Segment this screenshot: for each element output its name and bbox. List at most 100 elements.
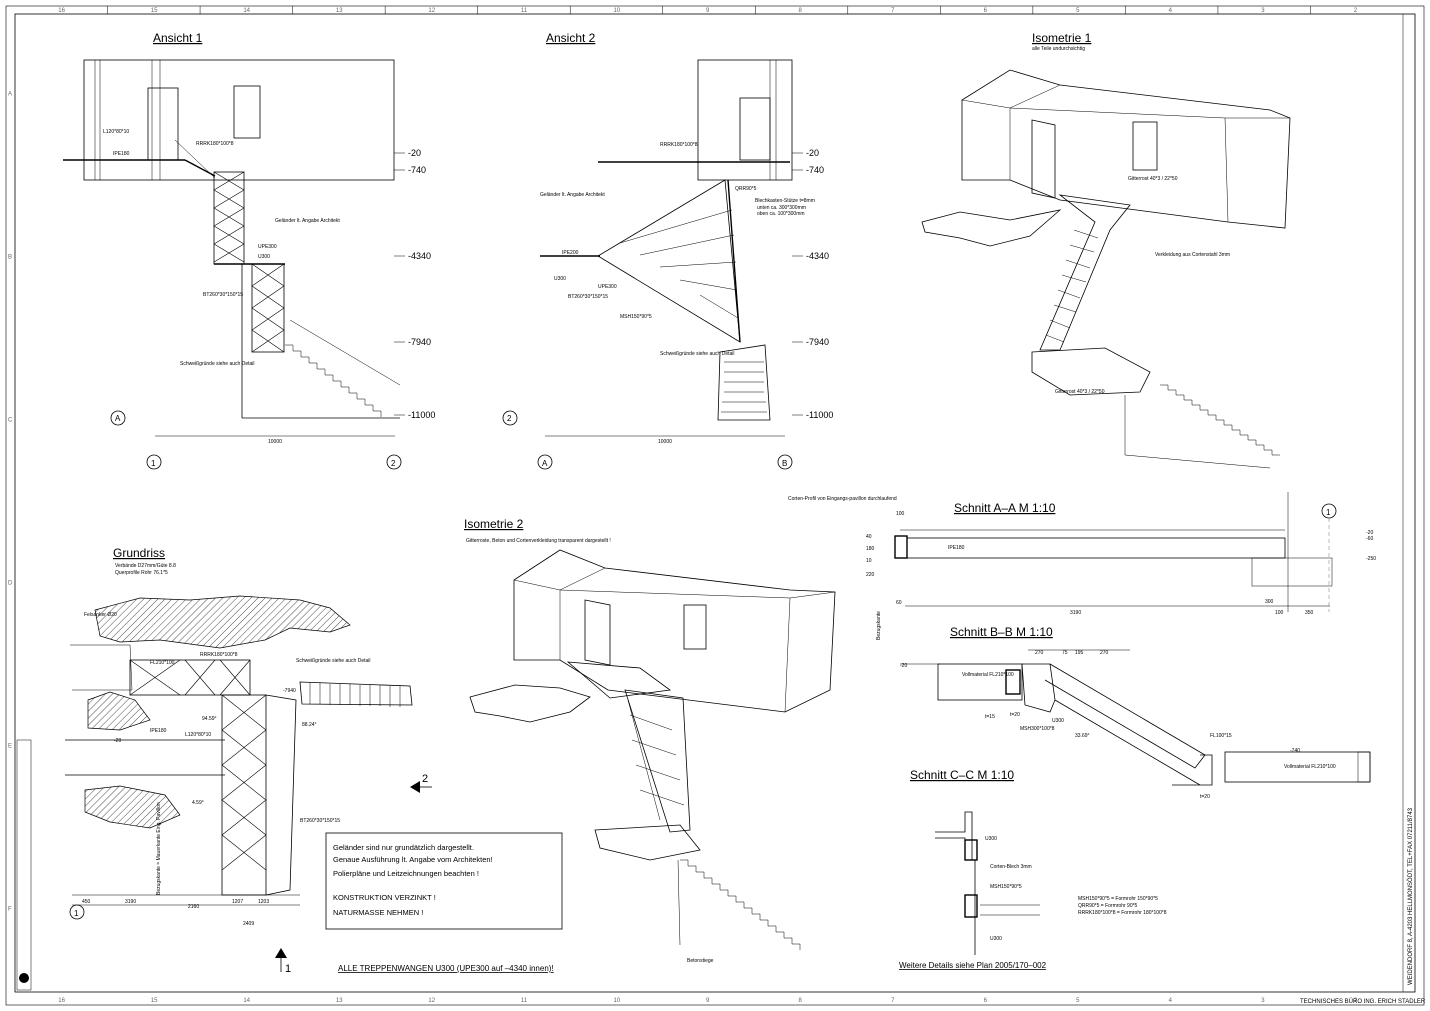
svg-text:75: 75 (1062, 650, 1068, 656)
svg-text:Corten-Blech 3mm: Corten-Blech 3mm (990, 864, 1032, 870)
stair-tower-upper (213, 171, 245, 265)
border-col-label: 2 (1354, 998, 1358, 1004)
schnitt-b-b-view: Schnitt B–B M 1:10 270 75 195 270 Vollma… (900, 625, 1371, 800)
details-note: Weitere Details siehe Plan 2005/170–002 (899, 961, 1047, 970)
svg-text:Blechkasten-Stütze t=8mm: Blechkasten-Stütze t=8mm (755, 198, 815, 204)
upper-section-block (937, 663, 1023, 701)
svg-text:1207: 1207 (232, 899, 243, 905)
border-col-label: 10 (613, 8, 620, 14)
svg-text:88.24°: 88.24° (302, 722, 317, 728)
svg-text:QRR90*5: QRR90*5 (735, 186, 757, 192)
svg-text:4.59°: 4.59° (192, 800, 204, 806)
svg-text:Vollmaterial FL210*100: Vollmaterial FL210*100 (1284, 764, 1336, 770)
border-col-label: 10 (613, 998, 620, 1004)
svg-text:-20: -20 (900, 663, 907, 669)
stringer-section (1044, 663, 1206, 769)
pavilion-elevation-2 (697, 59, 793, 181)
border-col-label: 16 (58, 998, 65, 1004)
svg-text:Gitterrost 40*3 / 22*50: Gitterrost 40*3 / 22*50 (1128, 176, 1178, 182)
svg-text:QRR90*5 = Formrohr 90*5: QRR90*5 = Formrohr 90*5 (1078, 903, 1138, 909)
pavilion-isometric (961, 69, 1291, 229)
level-markers-ansicht-2: -20 -740 -4340 -7940 -11000 (792, 148, 833, 420)
schnitt-a-a-title: Schnitt A–A M 1:10 (954, 501, 1056, 515)
concrete-footing (1251, 557, 1333, 587)
svg-text:UPE300: UPE300 (258, 244, 277, 250)
svg-text:Verbände D27mm/Güte 8.8: Verbände D27mm/Güte 8.8 (115, 563, 176, 569)
svg-text:-11000: -11000 (806, 410, 833, 420)
schnitt-b-b-title: Schnitt B–B M 1:10 (950, 625, 1053, 639)
svg-text:Polierpläne und Leitzeichnunge: Polierpläne und Leitzeichnungen beachten… (333, 869, 479, 878)
svg-text:94.59°: 94.59° (202, 716, 217, 722)
svg-text:B: B (782, 459, 787, 468)
legal-strip (16, 739, 32, 991)
svg-text:BT260*30*150*15: BT260*30*150*15 (300, 818, 340, 824)
svg-text:Schweißgründe siehe auch Detai: Schweißgründe siehe auch Detail (660, 351, 735, 357)
svg-text:33.69°: 33.69° (1075, 733, 1090, 739)
isometrie-2-title: Isometrie 2 (464, 517, 524, 531)
border-col-label: 8 (799, 8, 803, 14)
svg-text:270: 270 (1035, 650, 1044, 656)
svg-text:Gitterrost 40*3 / 22*50: Gitterrost 40*3 / 22*50 (1055, 389, 1105, 395)
svg-text:Felsanker Ø20: Felsanker Ø20 (84, 612, 117, 618)
border-col-label: 15 (151, 8, 158, 14)
svg-text:Vollmaterial FL210*100: Vollmaterial FL210*100 (962, 672, 1014, 678)
svg-text:IPE180: IPE180 (113, 151, 130, 157)
svg-text:U300: U300 (554, 276, 566, 282)
svg-text:350: 350 (1305, 610, 1314, 616)
svg-text:1: 1 (1326, 508, 1331, 517)
outer-frame (5, 5, 1425, 1006)
svg-text:oben ca. 100*300mm: oben ca. 100*300mm (757, 211, 805, 217)
svg-text:t=15: t=15 (985, 714, 995, 720)
svg-text:3190: 3190 (125, 899, 136, 905)
border-col-label: 2 (1354, 8, 1358, 14)
svg-text:Bezugskante = Mauerkante Eing.: Bezugskante = Mauerkante Eing. Pavillon (156, 802, 162, 895)
svg-text:10: 10 (866, 558, 872, 564)
concrete-stair-2 (717, 344, 771, 421)
svg-text:A: A (542, 459, 548, 468)
border-col-label: 12 (428, 8, 435, 14)
ansicht-2-view: Ansicht 2 10000 A B 2 RRRK180*100*8 Gelä… (502, 31, 833, 470)
svg-text:-250: -250 (1366, 556, 1376, 562)
window-opening (233, 85, 261, 139)
isometric-lower-landing (1031, 347, 1151, 396)
svg-text:alle Teile undurchsichtig: alle Teile undurchsichtig (1032, 46, 1085, 52)
office-address: WEIDENDORF 8, A-4203 HELLMONSÖDT, TEL+FA… (1407, 807, 1414, 985)
svg-text:-740: -740 (408, 165, 426, 175)
svg-text:100: 100 (1275, 610, 1284, 616)
border-col-label: 13 (336, 8, 343, 14)
svg-text:1: 1 (74, 909, 79, 918)
svg-text:Geländer lt. Angabe Architekt: Geländer lt. Angabe Architekt (275, 218, 340, 224)
svg-text:-11000: -11000 (408, 410, 435, 420)
border-col-label: 11 (521, 998, 528, 1004)
svg-text:RRRK180*100*8: RRRK180*100*8 (200, 652, 238, 658)
svg-text:Schweißgründe siehe auch Detai: Schweißgründe siehe auch Detail (180, 361, 255, 367)
grundriss-view: Grundriss Verbände D27mm/Güte 8.8 Querpr… (65, 546, 432, 975)
view-arrow-2 (410, 781, 420, 793)
svg-text:MSH150*90*5: MSH150*90*5 (620, 314, 652, 320)
truss-triangle (597, 179, 741, 343)
svg-text:U300: U300 (258, 254, 270, 260)
isometrie-1-title: Isometrie 1 (1032, 31, 1092, 45)
svg-text:2409: 2409 (243, 921, 254, 927)
svg-text:NATURMASSE NEHMEN !: NATURMASSE NEHMEN ! (333, 908, 423, 917)
border-col-label: 7 (891, 8, 895, 14)
svg-text:450: 450 (82, 899, 91, 905)
svg-text:U300: U300 (1052, 718, 1064, 724)
border-col-label: 14 (243, 8, 250, 14)
svg-text:Betonstiege: Betonstiege (687, 958, 714, 964)
svg-text:-740: -740 (1290, 748, 1300, 754)
svg-text:220: 220 (866, 572, 875, 578)
svg-text:-740: -740 (806, 165, 824, 175)
notes-box: Geländer sind nur grundätzlich dargestel… (325, 832, 563, 930)
svg-text:300: 300 (1265, 599, 1274, 605)
svg-text:RRRK180*100*8 = Formrohr 180*1: RRRK180*100*8 = Formrohr 180*100*8 (1078, 910, 1167, 916)
border-col-label: 9 (706, 8, 710, 14)
border-grid: 1616151514141313121211111010998877665544… (8, 6, 1358, 1004)
svg-text:U300: U300 (985, 836, 997, 842)
svg-text:1: 1 (285, 963, 291, 975)
svg-text:Verkleidung aus Cortenstahl 3m: Verkleidung aus Cortenstahl 3mm (1155, 252, 1230, 258)
border-col-label: 7 (891, 998, 895, 1004)
border-row-label: B (8, 255, 12, 261)
svg-text:UPE300: UPE300 (598, 284, 617, 290)
border-col-label: 5 (1076, 8, 1080, 14)
